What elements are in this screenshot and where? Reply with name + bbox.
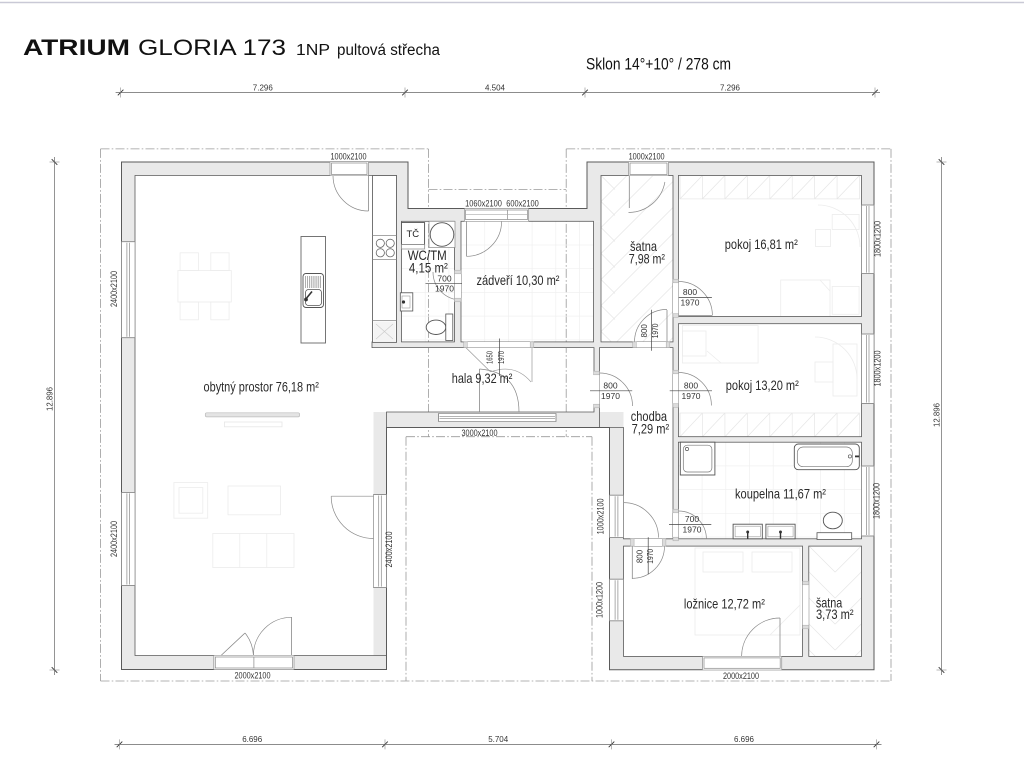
svg-text:1800x1200: 1800x1200 <box>872 483 882 519</box>
svg-text:1970: 1970 <box>496 351 506 364</box>
svg-text:1970: 1970 <box>435 284 454 294</box>
svg-text:1970: 1970 <box>645 549 655 564</box>
svg-text:800: 800 <box>635 550 645 564</box>
svg-text:pokoj 13,20 m²: pokoj 13,20 m² <box>726 377 799 393</box>
svg-text:2400x2100: 2400x2100 <box>384 532 394 568</box>
svg-text:1000x2100: 1000x2100 <box>331 151 367 161</box>
svg-text:zádveří 10,30 m²: zádveří 10,30 m² <box>477 272 560 288</box>
svg-text:1000x1200: 1000x1200 <box>595 582 605 618</box>
svg-text:4.504: 4.504 <box>485 83 506 92</box>
svg-text:hala 9,32 m²: hala 9,32 m² <box>452 370 513 386</box>
svg-text:800: 800 <box>603 381 617 391</box>
svg-text:2400x2100: 2400x2100 <box>109 271 119 307</box>
svg-text:7.296: 7.296 <box>720 83 741 92</box>
svg-text:7,98 m²: 7,98 m² <box>629 250 665 266</box>
svg-text:1NP: 1NP <box>296 42 330 59</box>
svg-text:800: 800 <box>683 287 697 297</box>
svg-text:chodba: chodba <box>631 408 667 424</box>
svg-text:WC/TM: WC/TM <box>408 247 447 263</box>
svg-text:pultová střecha: pultová střecha <box>337 42 440 59</box>
svg-text:3,73 m²: 3,73 m² <box>816 606 854 622</box>
svg-text:1970: 1970 <box>682 391 701 401</box>
svg-text:1800x1200: 1800x1200 <box>872 351 882 387</box>
svg-text:šatna: šatna <box>630 238 657 254</box>
svg-text:12.896: 12.896 <box>45 386 54 411</box>
svg-text:2000x2100: 2000x2100 <box>723 671 759 681</box>
svg-text:pokoj 16,81 m²: pokoj 16,81 m² <box>725 236 798 252</box>
svg-text:ložnice 12,72 m²: ložnice 12,72 m² <box>684 595 765 611</box>
svg-text:600x2100: 600x2100 <box>506 198 539 208</box>
svg-text:4,15 m²: 4,15 m² <box>409 260 448 276</box>
svg-text:Sklon 14°+10° / 278 cm: Sklon 14°+10° / 278 cm <box>586 55 731 74</box>
svg-text:1970: 1970 <box>650 323 660 338</box>
svg-text:2400x2100: 2400x2100 <box>109 521 119 557</box>
svg-text:1000x2100: 1000x2100 <box>629 151 665 161</box>
svg-text:1060x2100: 1060x2100 <box>465 198 502 208</box>
svg-text:1000x2100: 1000x2100 <box>595 498 605 534</box>
svg-text:1800x1200: 1800x1200 <box>872 221 882 257</box>
svg-text:800: 800 <box>639 324 649 338</box>
svg-text:12.896: 12.896 <box>932 402 941 427</box>
svg-text:6.696: 6.696 <box>734 735 755 744</box>
svg-text:ATRIUM: ATRIUM <box>23 35 130 60</box>
svg-text:5.704: 5.704 <box>488 735 509 744</box>
svg-text:700: 700 <box>437 274 451 284</box>
svg-text:GLORIA 173: GLORIA 173 <box>138 35 286 60</box>
svg-text:800: 800 <box>684 381 698 391</box>
svg-text:2000x2100: 2000x2100 <box>235 671 271 681</box>
svg-text:3000x2100: 3000x2100 <box>462 428 498 438</box>
svg-text:1970: 1970 <box>683 524 702 534</box>
svg-text:6.696: 6.696 <box>242 735 263 744</box>
svg-text:1970: 1970 <box>601 391 620 401</box>
svg-text:1970: 1970 <box>681 297 700 307</box>
svg-text:7,29 m²: 7,29 m² <box>632 420 670 436</box>
svg-text:700: 700 <box>685 514 699 524</box>
svg-text:šatna: šatna <box>816 594 843 610</box>
svg-text:7.296: 7.296 <box>253 83 274 92</box>
svg-text:obytný prostor 76,18 m²: obytný prostor 76,18 m² <box>204 379 320 395</box>
svg-text:TČ: TČ <box>406 229 419 240</box>
svg-text:koupelna 11,67 m²: koupelna 11,67 m² <box>735 486 826 502</box>
svg-text:1650: 1650 <box>484 351 494 364</box>
